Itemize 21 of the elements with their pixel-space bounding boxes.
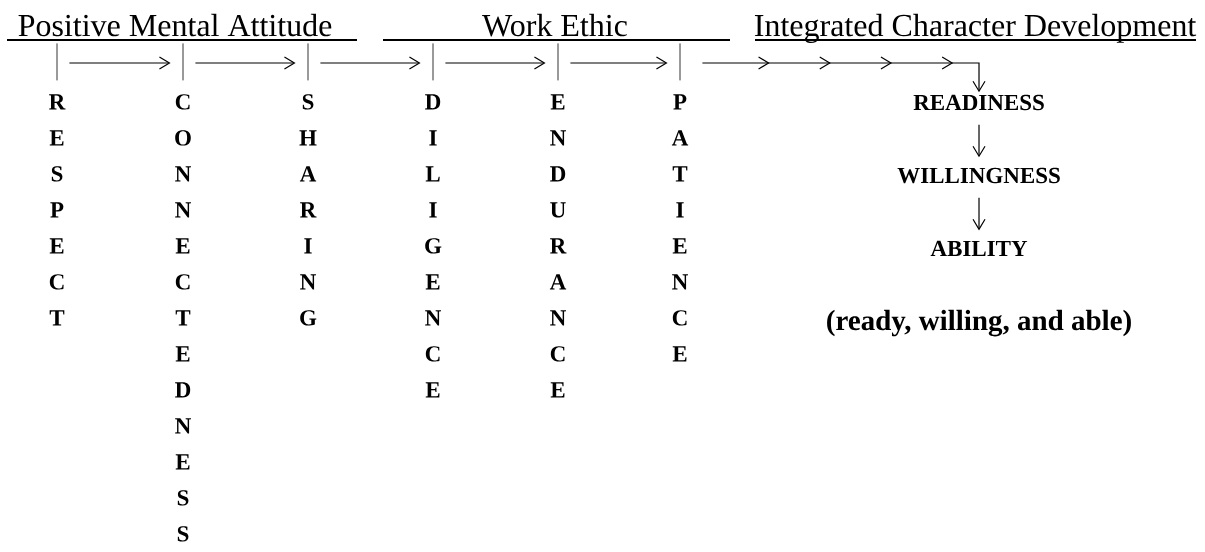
arrow xyxy=(194,56,296,70)
vertical-word: SHARING xyxy=(299,43,317,326)
vertical-word: ENDURANCE xyxy=(549,43,567,398)
stage-label: READINESS xyxy=(913,94,1044,111)
note-text: (ready, willing, and able) xyxy=(827,309,1131,337)
arrow xyxy=(68,56,171,70)
vertical-word: DILIGENCE xyxy=(425,43,442,398)
section-heading: Work Ethic xyxy=(482,13,627,37)
vertical-word: PATIENCE xyxy=(671,43,689,362)
arrow xyxy=(569,56,668,70)
section-heading: Positive Mental Attitude xyxy=(18,13,332,37)
stage-label: WILLINGNESS xyxy=(897,167,1060,184)
arrow xyxy=(444,56,546,70)
stage-label: ABILITY xyxy=(930,240,1028,257)
arrow xyxy=(701,56,986,93)
vertical-word: CONNECTEDNESS xyxy=(175,43,191,542)
vertical-word: RESPECT xyxy=(49,43,66,326)
arrow xyxy=(972,197,986,231)
section-heading: Integrated Character Development xyxy=(754,13,1197,43)
arrow xyxy=(319,56,421,70)
arrow xyxy=(972,124,986,158)
